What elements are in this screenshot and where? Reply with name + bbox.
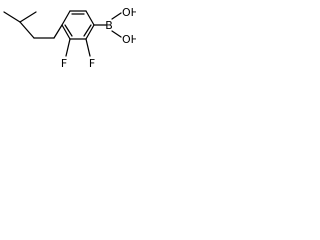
bond-ring-to-left-fluorine xyxy=(65,38,71,57)
ring-bond-right-inner xyxy=(83,24,92,37)
ring-bond-top-left xyxy=(61,10,71,26)
boron-label: B xyxy=(105,19,113,32)
boronic-hydroxyl-bottom-label: OH xyxy=(122,33,136,46)
substituent-bonds xyxy=(65,12,122,57)
ring-bond-bottom-left xyxy=(61,24,71,40)
ring-bond-top-right xyxy=(85,10,95,26)
benzene-ring xyxy=(53,10,95,40)
boronic-hydroxyl-top-label: OH xyxy=(122,6,136,19)
fluorine-left-label: F xyxy=(61,57,67,70)
ring-bond-bottom-left-inner xyxy=(64,24,73,37)
fluorine-right-label: F xyxy=(89,57,95,70)
chemical-structure: B OH OH F F xyxy=(3,6,136,70)
bond-methyl-top-right xyxy=(19,11,37,23)
bond-boron-to-top-oh xyxy=(111,12,122,20)
bond-methyl-top-left xyxy=(3,11,21,23)
bond-boron-to-bottom-oh xyxy=(111,30,122,38)
bond-methine-to-ch2 xyxy=(19,21,35,39)
ring-to-isobutyl-bond xyxy=(53,24,63,39)
ring-bond-right xyxy=(85,24,95,40)
bond-ring-to-right-fluorine xyxy=(85,38,91,57)
isobutyl-group xyxy=(3,11,55,39)
